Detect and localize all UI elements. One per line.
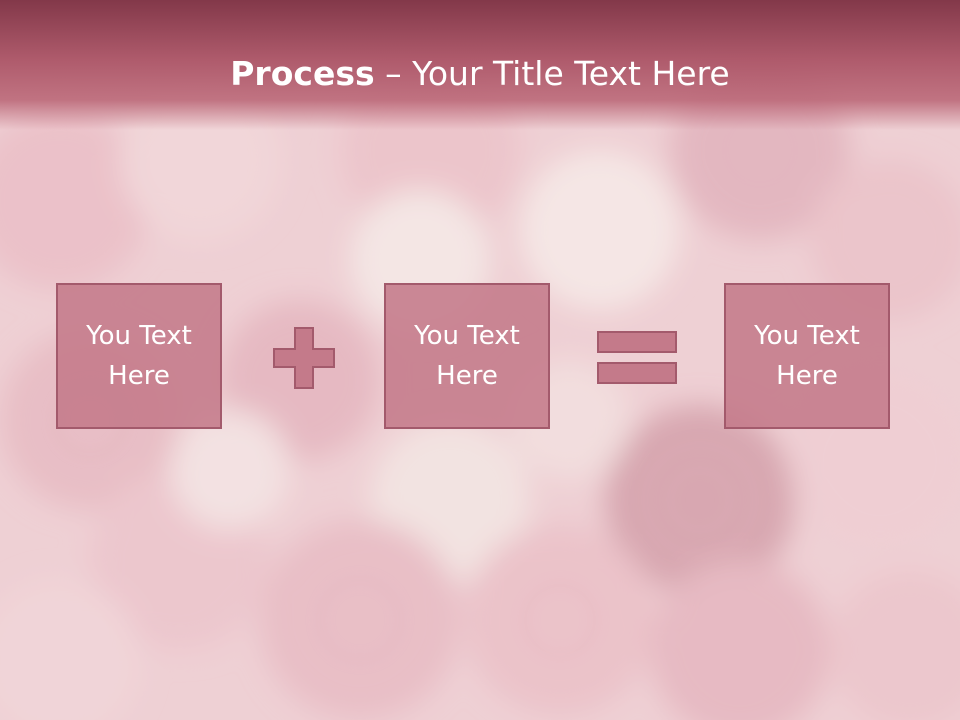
title-rest-text: – Your Title Text Here: [374, 54, 730, 93]
slide-title: Process – Your Title Text Here: [0, 52, 960, 96]
title-band: [0, 0, 960, 130]
process-box-2[interactable]: You Text Here: [384, 283, 550, 429]
plus-icon: [273, 327, 335, 389]
equals-icon: [597, 331, 677, 384]
title-bold-text: Process: [230, 54, 375, 93]
process-box-3[interactable]: You Text Here: [724, 283, 890, 429]
process-box-1-label: You Text Here: [86, 321, 192, 391]
process-box-1[interactable]: You Text Here: [56, 283, 222, 429]
process-box-2-label: You Text Here: [414, 321, 520, 391]
process-box-3-label: You Text Here: [754, 321, 860, 391]
